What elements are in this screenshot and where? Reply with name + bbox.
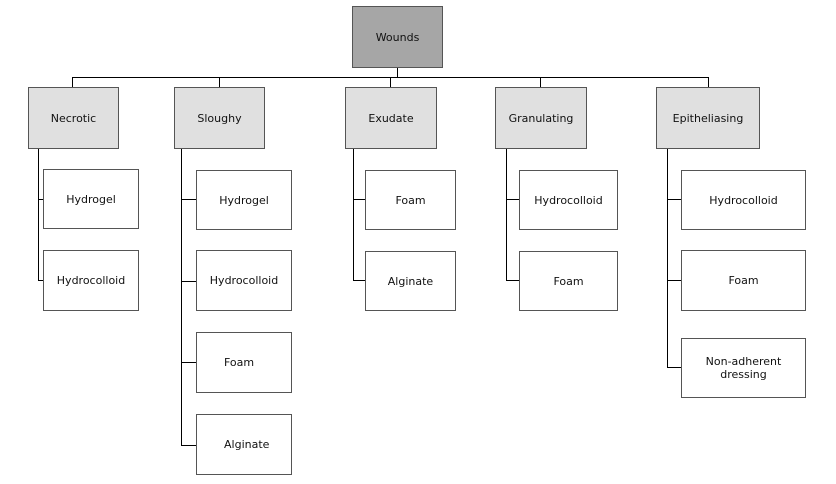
dressing-granulating-foam: Foam (519, 251, 618, 311)
dressing-sloughy-hydrogel: Hydrogel (196, 170, 292, 230)
dressing-epitheliasing-foam: Foam (681, 250, 806, 311)
dressing-necrotic-hydrogel: Hydrogel (43, 169, 139, 229)
category-exudate: Exudate (345, 87, 437, 149)
dressing-sloughy-foam: Foam (196, 332, 292, 393)
dressing-exudate-alginate: Alginate (365, 251, 456, 311)
root-node-wounds: Wounds (352, 6, 443, 68)
dressing-exudate-foam: Foam (365, 170, 456, 230)
dressing-necrotic-hydrocolloid: Hydrocolloid (43, 250, 139, 311)
dressing-sloughy-alginate-label: Alginate (224, 438, 270, 451)
dressing-sloughy-hydrocolloid: Hydrocolloid (196, 250, 292, 311)
dressing-epitheliasing-non-adherent: Non-adherent dressing (681, 338, 806, 398)
category-sloughy: Sloughy (174, 87, 265, 149)
dressing-sloughy-alginate: Alginate (196, 414, 292, 475)
dressing-epitheliasing-hydrocolloid: Hydrocolloid (681, 170, 806, 230)
dressing-granulating-hydrocolloid: Hydrocolloid (519, 170, 618, 230)
dressing-sloughy-foam-label: Foam (224, 356, 255, 369)
category-granulating: Granulating (495, 87, 587, 149)
category-necrotic: Necrotic (28, 87, 119, 149)
category-epitheliasing: Epitheliasing (656, 87, 760, 149)
